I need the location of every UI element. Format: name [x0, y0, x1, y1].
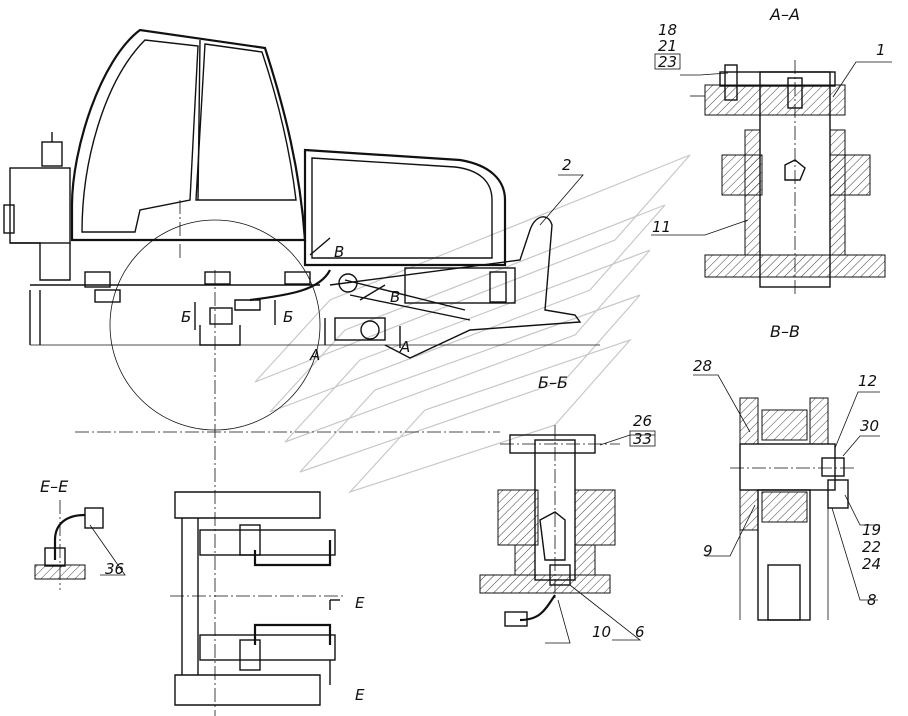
machine-side-view	[3, 28, 600, 716]
callout-28: 28	[693, 357, 712, 375]
watermark-logo	[254, 154, 691, 494]
callout-12: 12	[858, 372, 877, 390]
view-mark-v1: В	[334, 243, 344, 261]
callout-1: 1	[876, 41, 886, 59]
callout-33: 33	[633, 430, 652, 448]
callout-23: 23	[658, 53, 677, 71]
leader-lines	[89, 61, 892, 644]
section-a-a	[690, 60, 886, 295]
callout-22: 22	[862, 538, 881, 556]
callout-11: 11	[652, 218, 671, 236]
callout-18: 18	[658, 21, 677, 39]
view-mark-b2: Б	[283, 308, 293, 326]
callout-26: 26	[633, 412, 652, 430]
callout-30: 30	[860, 417, 879, 435]
view-mark-e1: Е	[355, 594, 365, 612]
view-mark-a1: А	[309, 346, 320, 364]
callout-6: 6	[635, 623, 645, 641]
section-b-b	[479, 425, 620, 627]
callout-2: 2	[562, 156, 572, 174]
section-v-v	[730, 397, 855, 621]
view-mark-b1: Б	[181, 308, 191, 326]
section-title-bb: Б–Б	[538, 373, 568, 392]
view-mark-v2: В	[390, 288, 400, 306]
view-mark-e2: Е	[355, 686, 365, 704]
section-e-e	[34, 500, 104, 590]
callout-24: 24	[862, 555, 881, 573]
section-title-vv: В–В	[770, 322, 800, 341]
callout-8: 8	[867, 591, 877, 609]
callout-21: 21	[658, 37, 677, 55]
callout-9: 9	[703, 542, 713, 560]
section-title-aa: А–А	[769, 5, 800, 24]
plan-view-lower	[170, 491, 345, 706]
view-mark-a2: А	[399, 338, 410, 356]
callout-19: 19	[862, 521, 881, 539]
section-title-ee: Е–Е	[40, 477, 69, 496]
callout-10: 10	[592, 623, 611, 641]
callout-box-33	[629, 430, 656, 447]
callout-36: 36	[105, 560, 124, 578]
callout-box-23	[654, 53, 681, 70]
